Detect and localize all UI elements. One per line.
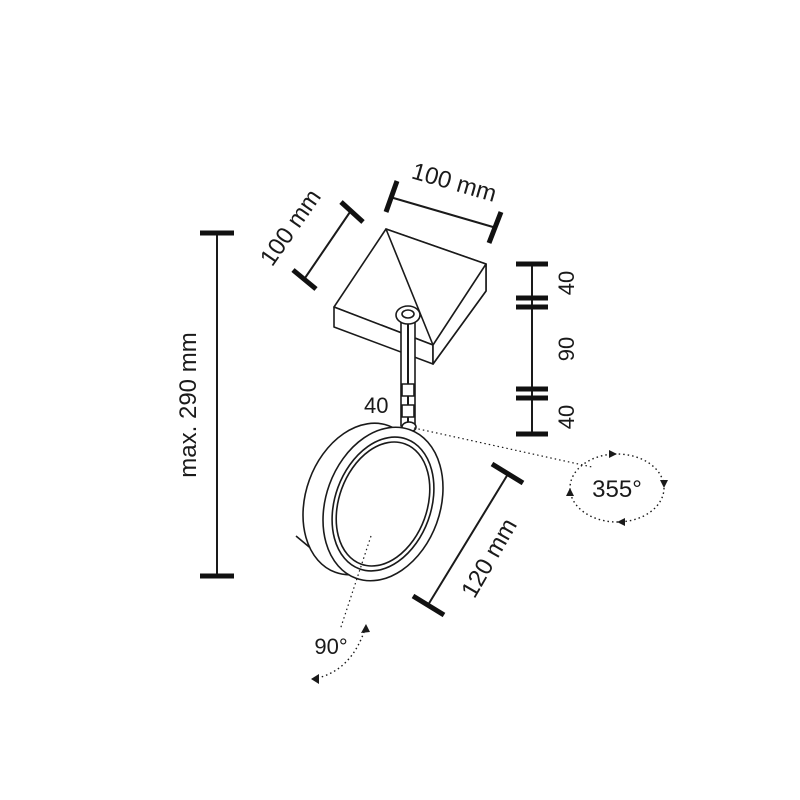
joint-label: 40 [364, 393, 388, 418]
total-height-label: max. 290 mm [175, 332, 202, 477]
stem-joint-lower [401, 404, 415, 418]
base-side-face [432, 263, 487, 365]
swivel-arrow-top [609, 450, 617, 458]
stack-middle-label: 90 [554, 337, 579, 361]
stack-top-label: 40 [554, 271, 579, 295]
base-depth-dimension: 100 mm [255, 184, 365, 291]
stack-dimension: 40 90 40 [516, 261, 579, 437]
swivel-indicator: 355° [413, 427, 668, 526]
tilt-arrow-top [361, 624, 370, 633]
stem-joint-upper [401, 383, 415, 397]
base-width-label: 100 mm [409, 158, 500, 208]
tilt-label: 90° [314, 634, 347, 659]
swivel-axis-line [413, 427, 593, 468]
base-depth-label: 100 mm [255, 184, 327, 271]
head-diameter-tick-bottom [411, 593, 446, 618]
swivel-arrow-right [660, 480, 668, 488]
base-width-line [389, 196, 494, 228]
swivel-arrow-bottom [617, 518, 625, 526]
lamp-head [295, 422, 444, 582]
tilt-indicator: 90° [311, 535, 372, 684]
swivel-arrow-left [566, 488, 574, 496]
base-width-tick-right [486, 211, 504, 244]
base-depth-tick-bottom [291, 268, 318, 291]
head-diameter-label: 120 mm [456, 514, 523, 603]
stem-collar-inner [401, 309, 415, 319]
base-width-tick-left [383, 180, 400, 213]
head-lens [335, 441, 431, 567]
base-depth-tick-top [339, 200, 365, 224]
stack-bottom-label: 40 [554, 405, 579, 429]
base-width-dimension: 100 mm [383, 158, 504, 244]
head-diameter-tick-top [490, 461, 525, 486]
tilt-arrow-left [311, 674, 319, 684]
tilt-arc [312, 625, 367, 680]
tilt-axis-line [339, 535, 372, 631]
total-height-dimension: max. 290 mm [175, 230, 234, 579]
head-diameter-line [427, 473, 509, 606]
base-depth-line [304, 211, 351, 279]
swivel-label: 355° [592, 476, 642, 503]
